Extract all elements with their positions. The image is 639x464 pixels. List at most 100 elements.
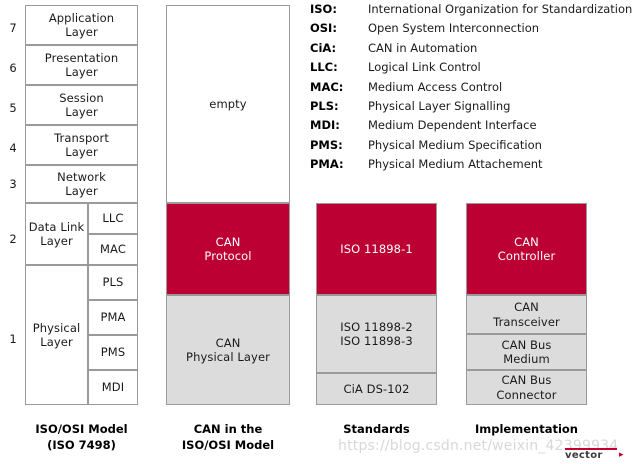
legend-desc-osi: Open System Interconnection xyxy=(368,21,540,36)
osi-layer-transport-line1: Transport xyxy=(54,130,109,145)
legend-abbr-mac: MAC: xyxy=(310,79,344,94)
osi-layer-network-line1: Network xyxy=(57,169,106,184)
implementation-block-can-transceiver-line1: CAN xyxy=(514,300,539,315)
osi-sublayer-pma: PMA xyxy=(88,300,138,335)
legend-abbr-pls: PLS: xyxy=(310,98,339,113)
legend-desc-pma: Physical Medium Attachement xyxy=(368,157,543,172)
osi-layer-transport-line2: Layer xyxy=(65,145,98,159)
osi-sublayer-pls-label: PLS xyxy=(102,275,124,290)
caption-osi-model-line1: ISO/OSI Model xyxy=(35,422,128,436)
implementation-block-can-bus-medium-line2: Medium xyxy=(503,352,550,366)
can-block-physical-layer-line1: CAN xyxy=(215,335,241,350)
legend-desc-llc: Logical Link Control xyxy=(368,60,481,75)
caption-implementation: Implementation xyxy=(466,422,587,438)
legend-desc-iso: International Organization for Standardi… xyxy=(368,2,633,16)
legend-row-iso: ISO: International Organization for Stan… xyxy=(310,2,639,21)
osi-layer-session-line1: Session xyxy=(59,90,104,105)
legend-abbr-pma: PMA: xyxy=(310,157,344,172)
osi-sublayer-pma-label: PMA xyxy=(100,310,126,325)
osi-layer-application-line2: Layer xyxy=(65,25,98,39)
watermark-url: https://blog.csdn.net/weixin_42399934 xyxy=(338,438,619,454)
legend-row-mdi: MDI: Medium Dependent Interface xyxy=(310,118,639,137)
legend-row-osi: OSI: Open System Interconnection xyxy=(310,21,639,40)
abbreviation-legend: ISO: International Organization for Stan… xyxy=(310,2,639,177)
can-block-empty: empty xyxy=(166,5,290,203)
osi-sublayer-mac-label: MAC xyxy=(100,242,126,257)
caption-implementation-line1: Implementation xyxy=(475,422,578,436)
osi-layer-session-line2: Layer xyxy=(65,105,98,119)
layer-number-5: 5 xyxy=(9,101,17,115)
legend-row-mac: MAC: Medium Access Control xyxy=(310,80,639,99)
legend-row-pma: PMA: Physical Medium Attachement xyxy=(310,157,639,176)
osi-sublayer-pms-label: PMS xyxy=(100,345,126,360)
legend-desc-mac: Medium Access Control xyxy=(368,79,503,94)
osi-layer-physical-line1: Physical xyxy=(32,320,81,335)
legend-desc-cia: CAN in Automation xyxy=(368,40,478,55)
legend-abbr-cia: CiA: xyxy=(310,40,337,55)
osi-sublayer-llc-label: LLC xyxy=(102,211,124,226)
standards-block-cia-ds-102-label: CiA DS-102 xyxy=(343,381,410,396)
layer-number-2: 2 xyxy=(9,232,17,246)
implementation-block-can-controller-line2: Controller xyxy=(497,249,556,263)
osi-layer-presentation-line1: Presentation xyxy=(44,50,119,65)
vector-logo-text: vector xyxy=(565,450,603,461)
osi-layer-application-line1: Application xyxy=(48,10,115,25)
osi-sublayer-mdi-label: MDI xyxy=(101,380,125,395)
osi-sublayer-mdi: MDI xyxy=(88,370,138,405)
legend-row-pms: PMS: Physical Medium Specification xyxy=(310,138,639,157)
implementation-block-can-transceiver-line2: Transceiver xyxy=(493,314,560,329)
osi-sublayer-mac: MAC xyxy=(88,234,138,265)
can-block-protocol-line2: Protocol xyxy=(204,249,252,263)
implementation-block-can-bus-medium-line1: CAN Bus xyxy=(501,337,552,352)
standards-block-iso-11898-3-label: ISO 11898-3 xyxy=(340,334,413,348)
layer-number-3: 3 xyxy=(9,177,17,191)
legend-abbr-osi: OSI: xyxy=(310,21,337,36)
legend-abbr-mdi: MDI: xyxy=(310,118,340,133)
legend-row-pls: PLS: Physical Layer Signalling xyxy=(310,99,639,118)
layer-number-1: 1 xyxy=(9,332,17,346)
caption-can-in-osi-line1: CAN in the xyxy=(193,422,263,436)
vector-logo-bar xyxy=(565,448,617,450)
vector-logo: vector ▸ xyxy=(565,448,633,462)
osi-layer-presentation-line2: Layer xyxy=(65,65,98,79)
osi-layer-physical-line2: Layer xyxy=(40,335,73,349)
vector-logo-tick-icon: ▸ xyxy=(619,450,624,460)
can-block-physical-layer-line2: Physical Layer xyxy=(186,350,270,364)
standards-block-iso-11898-1-label: ISO 11898-1 xyxy=(340,241,413,256)
legend-desc-pms: Physical Medium Specification xyxy=(368,137,542,152)
caption-standards-line1: Standards xyxy=(343,422,410,436)
caption-can-in-osi: CAN in the ISO/OSI Model xyxy=(166,422,290,453)
caption-osi-model-line2: (ISO 7498) xyxy=(47,437,116,452)
can-block-empty-label: empty xyxy=(209,96,247,111)
osi-layer-data-link-line2: Layer xyxy=(40,234,73,248)
legend-abbr-llc: LLC: xyxy=(310,60,338,75)
osi-sublayer-llc: LLC xyxy=(88,203,138,234)
implementation-block-can-bus-connector-line2: Connector xyxy=(496,387,557,402)
layer-number-4: 4 xyxy=(9,141,17,155)
layer-number-6: 6 xyxy=(9,61,17,75)
caption-standards: Standards xyxy=(316,422,437,438)
osi-layer-network-line2: Layer xyxy=(65,184,98,198)
caption-can-in-osi-line2: ISO/OSI Model xyxy=(181,437,275,452)
legend-abbr-pms: PMS: xyxy=(310,137,343,152)
standards-block-cia-ds-102: CiA DS-102 xyxy=(316,373,437,405)
legend-row-cia: CiA: CAN in Automation xyxy=(310,41,639,60)
can-block-protocol-line1: CAN xyxy=(215,234,241,249)
osi-sublayer-pls: PLS xyxy=(88,265,138,300)
implementation-block-can-bus-connector-line1: CAN Bus xyxy=(501,373,552,388)
legend-desc-pls: Physical Layer Signalling xyxy=(368,98,511,113)
standards-block-iso-11898-1: ISO 11898-1 xyxy=(316,203,437,295)
legend-row-llc: LLC: Logical Link Control xyxy=(310,60,639,79)
layer-number-7: 7 xyxy=(9,21,17,35)
